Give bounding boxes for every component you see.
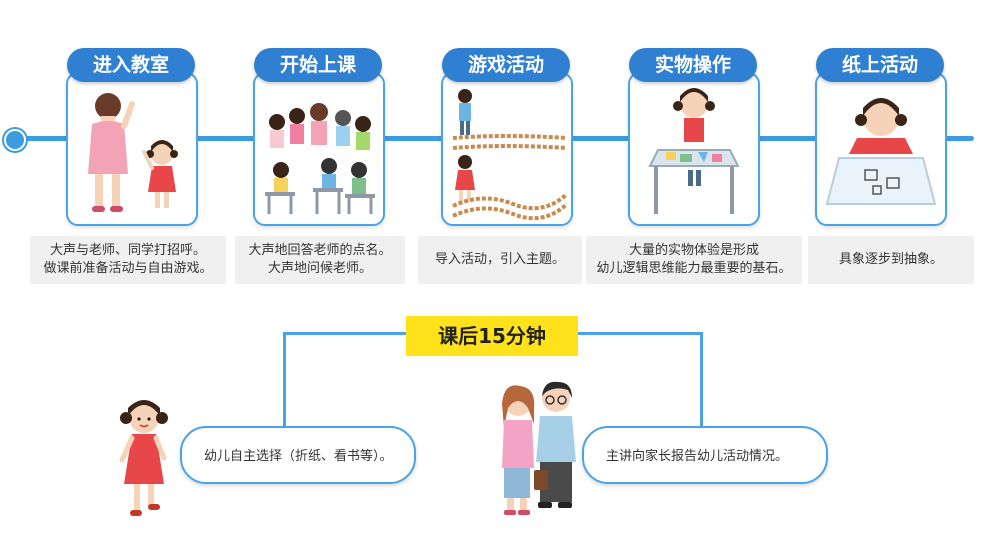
step-title-start-class: 开始上课	[254, 48, 382, 82]
step-title-game-activity: 游戏活动	[442, 48, 570, 82]
illustration-greeting	[88, 93, 178, 212]
step-desc-line: 大声与老师、同学打招呼。	[49, 243, 206, 258]
step-desc-line: 大声地问候老师。	[267, 261, 372, 276]
step-desc-enter-classroom: 大声与老师、同学打招呼。 做课前准备活动与自由游戏。	[30, 236, 226, 284]
step-desc-line: 大量的实物体验是形成	[628, 243, 759, 258]
step-desc-start-class: 大声地回答老师的点名。 大声地问候老师。	[235, 236, 405, 284]
illustration-roll-call	[265, 103, 375, 214]
step-card-start-class	[253, 72, 385, 226]
step-desc-line: 做课前准备活动与自由游戏。	[43, 261, 213, 276]
parents-figure	[494, 378, 582, 518]
child-figure	[112, 388, 176, 520]
step-desc-line: 具象逐步到抽象。	[838, 252, 943, 267]
step-card-paper-activity	[815, 72, 947, 226]
bubble-text: 主讲向家长报告幼儿活动情况。	[606, 449, 789, 464]
timeline-start-dot	[4, 129, 26, 151]
illustration-rope-game	[452, 89, 569, 221]
branch-line-right	[576, 332, 703, 435]
step-desc-line: 导入活动，引入主题。	[434, 252, 565, 267]
after-class-label: 课后15分钟	[406, 316, 578, 356]
step-card-enter-classroom	[66, 72, 198, 226]
bubble-text: 幼儿自主选择（折纸、看书等）。	[204, 449, 393, 464]
step-desc-line: 大声地回答老师的点名。	[248, 243, 392, 258]
step-desc-hands-on: 大量的实物体验是形成 幼儿逻辑思维能力最重要的基石。	[586, 236, 802, 284]
step-card-game-activity	[441, 72, 573, 226]
step-title-hands-on: 实物操作	[629, 48, 757, 82]
step-desc-line: 幼儿逻辑思维能力最重要的基石。	[596, 261, 792, 276]
step-desc-paper-activity: 具象逐步到抽象。	[808, 236, 974, 284]
step-card-hands-on	[628, 72, 760, 226]
illustration-drawing	[825, 98, 937, 205]
step-desc-game-activity: 导入活动，引入主题。	[418, 236, 582, 284]
step-title-enter-classroom: 进入教室	[67, 48, 195, 82]
branch-line-left	[283, 332, 410, 435]
illustration-table-blocks	[648, 88, 740, 214]
step-title-paper-activity: 纸上活动	[816, 48, 944, 82]
bubble-report-to-parents: 主讲向家长报告幼儿活动情况。	[582, 426, 828, 484]
bubble-child-free-choice: 幼儿自主选择（折纸、看书等）。	[180, 426, 416, 484]
